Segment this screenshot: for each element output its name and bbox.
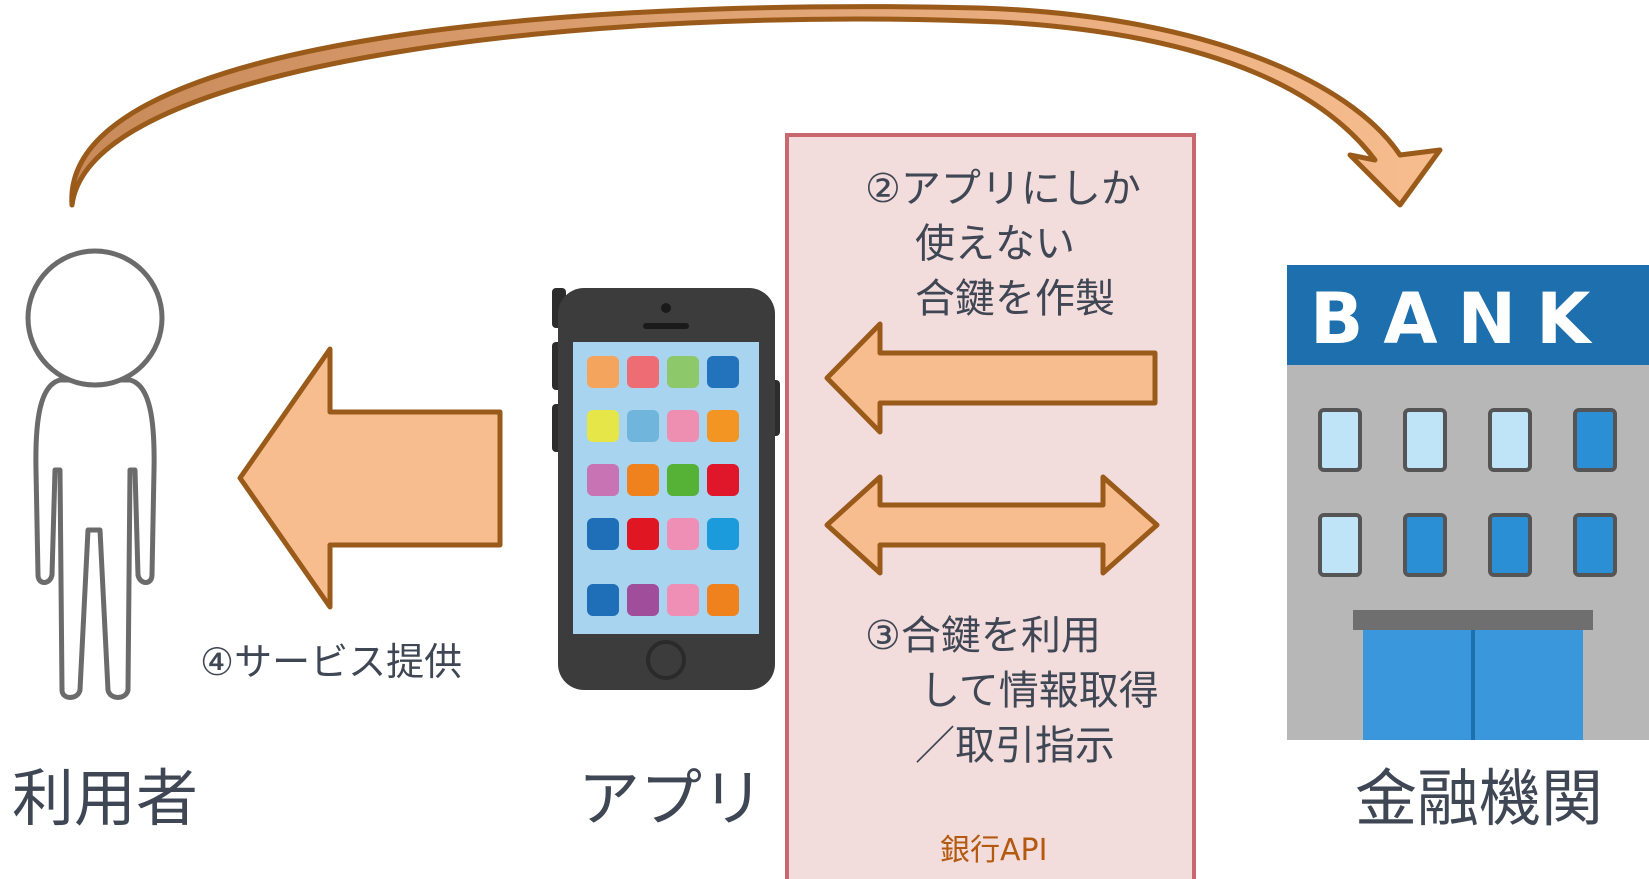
step2-line3: 合鍵を作製 xyxy=(915,276,1115,322)
curved-arrow xyxy=(69,4,1443,208)
app-label: アプリ xyxy=(578,762,765,835)
step2-line1: ②アプリにしか xyxy=(865,166,1141,212)
user-figure xyxy=(25,248,165,700)
bank-windows xyxy=(1318,408,1617,577)
api-box-title: 銀行API xyxy=(940,833,1048,868)
bank-label: 金融機関 xyxy=(1355,762,1604,835)
bank-building xyxy=(1287,265,1649,740)
bank-sign: BANK xyxy=(1310,278,1611,360)
left-arrow-step4 xyxy=(237,346,503,610)
step4-label: ④サービス提供 xyxy=(200,640,463,684)
step3-line3: ／取引指示 xyxy=(915,723,1115,769)
step2-line2: 使えない xyxy=(915,221,1075,267)
double-arrow-step3 xyxy=(824,474,1160,576)
app-icons-grid xyxy=(587,356,739,616)
smartphone xyxy=(552,288,780,690)
step3-line2: して情報取得 xyxy=(920,668,1159,714)
left-arrow-step2 xyxy=(824,321,1158,435)
step3-line1: ③合鍵を利用 xyxy=(865,613,1101,659)
user-label: 利用者 xyxy=(12,762,199,835)
